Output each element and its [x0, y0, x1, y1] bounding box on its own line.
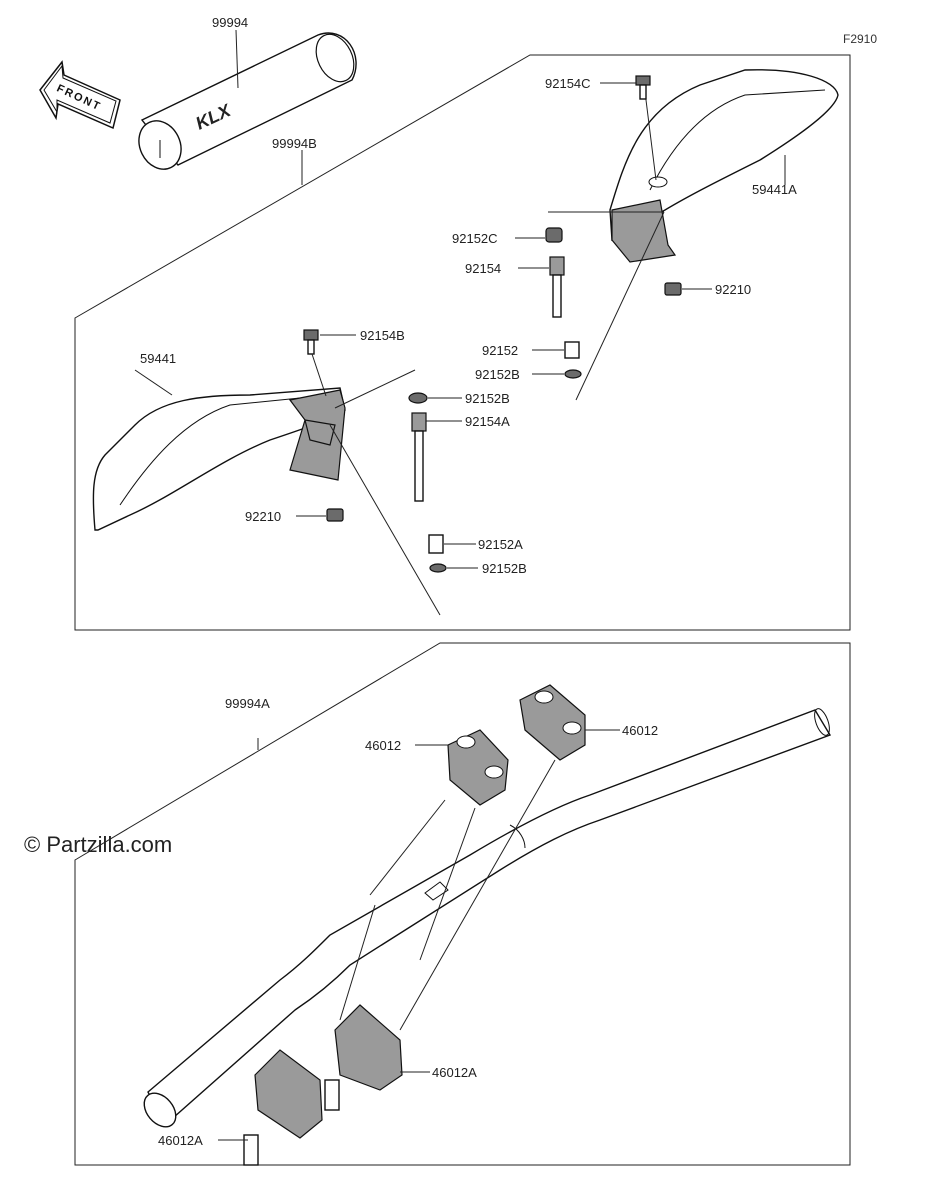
label-92152c[interactable]: 92152C — [452, 231, 498, 246]
holder-lower-right-part — [324, 1004, 403, 1111]
label-46012a-left[interactable]: 46012A — [158, 1133, 203, 1148]
label-59441[interactable]: 59441 — [140, 351, 177, 366]
front-arrow-icon — [39, 60, 121, 130]
label-92152b-1[interactable]: 92152B — [475, 367, 520, 382]
label-92154[interactable]: 92154 — [465, 261, 502, 276]
label-92152b-3[interactable]: 92152B — [482, 561, 527, 576]
holder-lower-left-part — [243, 1049, 323, 1166]
holder-upper-left-part — [447, 729, 509, 806]
handguard-left-part — [92, 387, 346, 531]
label-46012-right[interactable]: 46012 — [622, 723, 659, 738]
collar-2-part — [428, 534, 444, 554]
collar-1-part — [564, 341, 580, 359]
handlebar-pad-part — [138, 32, 357, 170]
bolt-long-left-part — [411, 412, 427, 502]
label-92154c[interactable]: 92154C — [545, 76, 591, 91]
label-59441a[interactable]: 59441A — [752, 182, 797, 197]
label-46012-left[interactable]: 46012 — [365, 738, 402, 753]
label-46012a-right[interactable]: 46012A — [432, 1065, 477, 1080]
kit-frame-lower — [74, 642, 851, 1166]
bolt-right-part — [635, 75, 651, 100]
label-92210-right[interactable]: 92210 — [715, 282, 752, 297]
washer-2-part — [408, 392, 428, 404]
nut-left-part — [326, 508, 344, 522]
handlebar-part — [143, 708, 832, 1128]
watermark: © Partzilla.com — [24, 832, 173, 857]
washer-1-part — [564, 369, 582, 379]
label-99994a[interactable]: 99994A — [225, 696, 270, 711]
kit-frame-upper — [74, 54, 851, 631]
washer-3-part — [429, 563, 447, 573]
label-92210-left[interactable]: 92210 — [245, 509, 282, 524]
label-92152b-2[interactable]: 92152B — [465, 391, 510, 406]
collar-right-part — [545, 227, 563, 243]
label-99994b[interactable]: 99994B — [272, 136, 317, 151]
label-92152[interactable]: 92152 — [482, 343, 519, 358]
diagram-code: F2910 — [843, 32, 878, 46]
label-92152a[interactable]: 92152A — [478, 537, 523, 552]
label-92154a[interactable]: 92154A — [465, 414, 510, 429]
holder-upper-right-part — [519, 684, 586, 761]
bolt-left-part — [303, 329, 319, 355]
label-92154b[interactable]: 92154B — [360, 328, 405, 343]
nut-right-part — [664, 282, 682, 296]
bolt-long-right-part — [549, 256, 565, 318]
label-99994[interactable]: 99994 — [212, 15, 249, 30]
